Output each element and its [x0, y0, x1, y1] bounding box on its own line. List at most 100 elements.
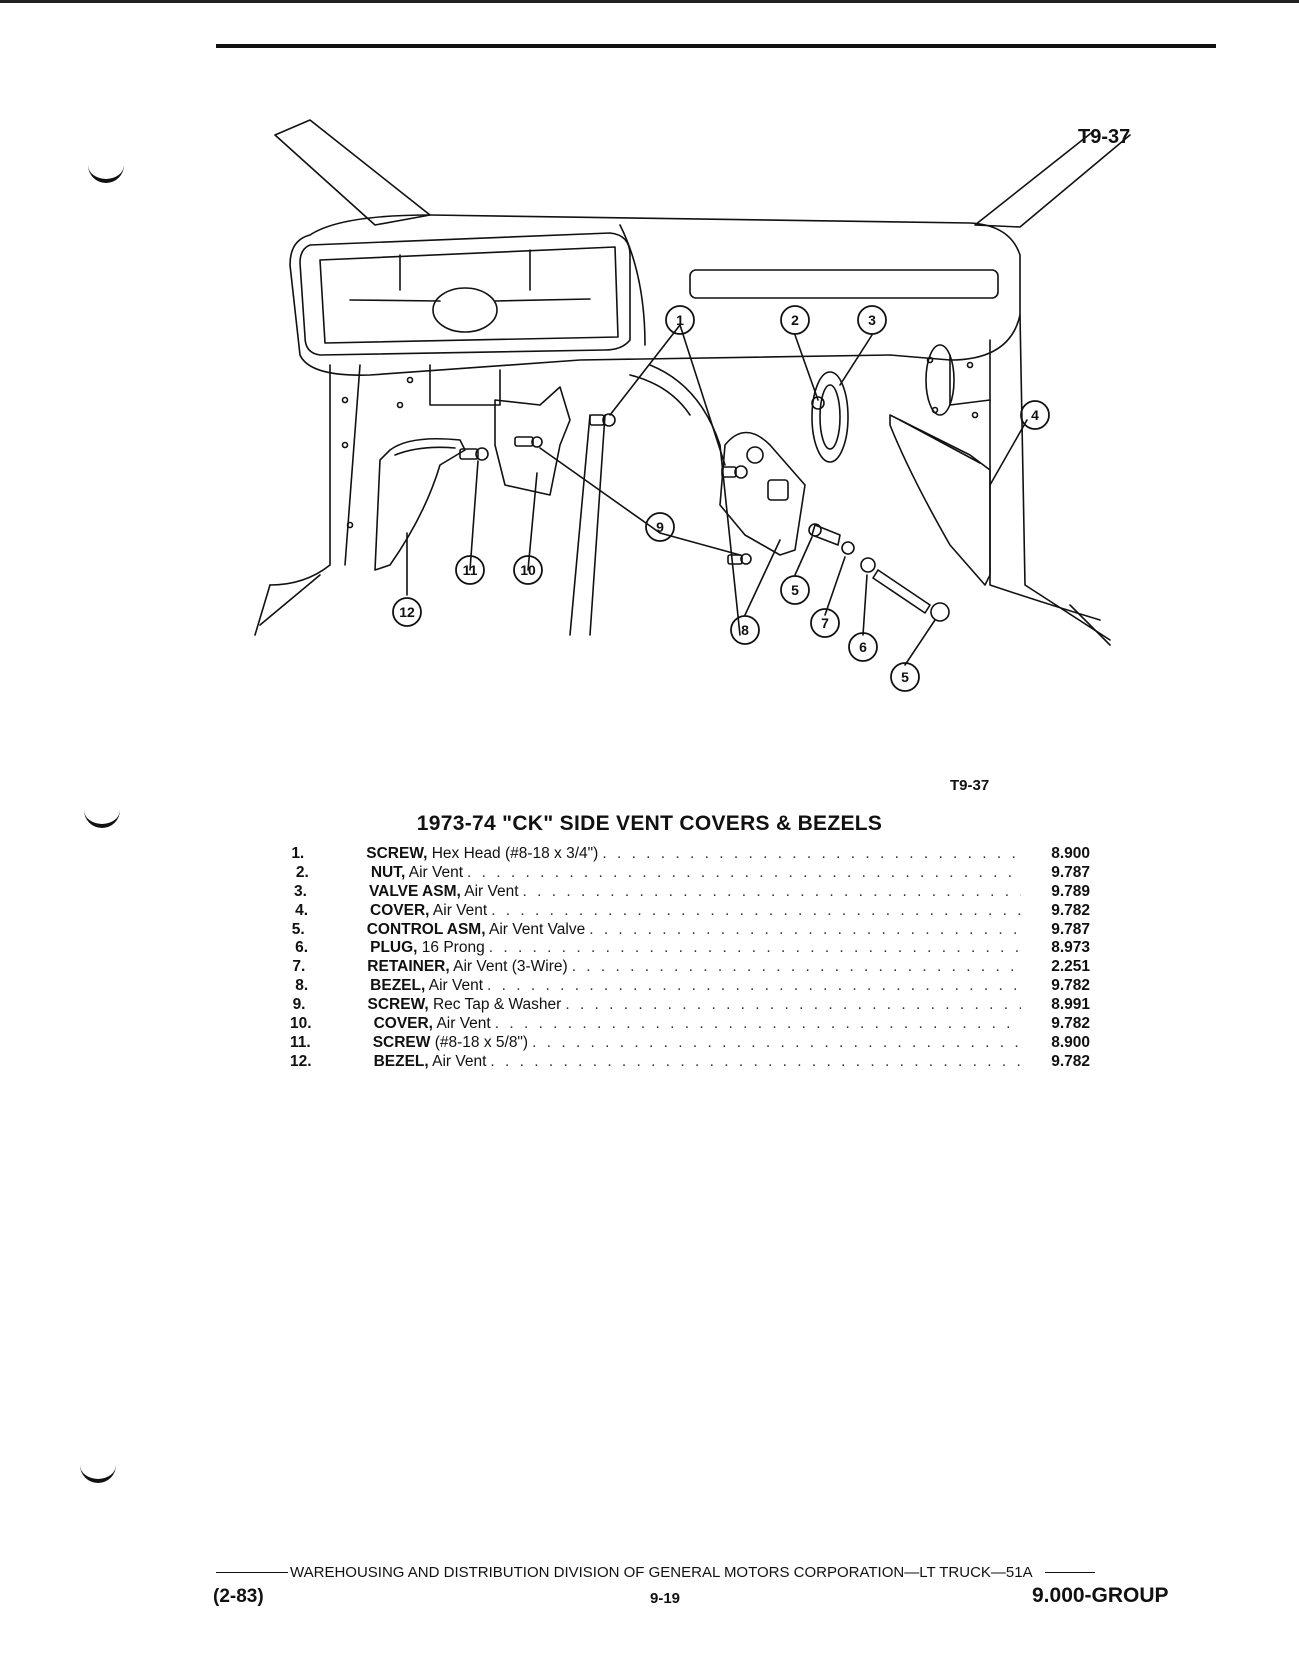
- dot-leader: [523, 883, 1022, 902]
- parts-row: 8. BEZEL, Air Vent 9.782: [290, 977, 1090, 996]
- callout-label: 4: [1031, 407, 1039, 423]
- part-name: VALVE ASM,: [368, 882, 461, 900]
- part-name: PLUG,: [370, 939, 418, 957]
- part-detail: 16 Prong: [421, 939, 485, 957]
- part-description: RETAINER, Air Vent (3-Wire): [367, 958, 567, 977]
- footer-division-line: WAREHOUSING AND DISTRIBUTION DIVISION OF…: [216, 1564, 1184, 1581]
- header-rule: [216, 44, 1216, 48]
- part-name: NUT,: [370, 863, 406, 881]
- binder-hole-mark: [80, 1465, 116, 1483]
- figure-label-top: T9-37: [1078, 126, 1131, 148]
- binder-hole-mark: [88, 165, 124, 183]
- group-code: 9.782: [1051, 1052, 1090, 1070]
- screw-1b: [721, 465, 748, 479]
- group-code: 9.789: [1051, 882, 1090, 900]
- dot-leader: [602, 845, 1021, 864]
- right-pillar: [974, 129, 1131, 228]
- parts-row: 7. RETAINER, Air Vent (3-Wire) 2.251: [290, 958, 1090, 977]
- dot-leader: [491, 902, 1021, 921]
- page-number: 9-19: [650, 1590, 681, 1607]
- figure-label-bottom: T9-37: [950, 777, 990, 794]
- callout-label: 1: [676, 312, 684, 328]
- part-number: 5.: [291, 920, 305, 938]
- instrument-cluster: [299, 232, 631, 356]
- retainer-7: [841, 541, 855, 555]
- part-description: VALVE ASM, Air Vent: [369, 883, 519, 902]
- part-description: COVER, Air Vent: [370, 902, 487, 921]
- part-detail: Air Vent: [432, 901, 488, 919]
- dot-leader: [572, 958, 1022, 977]
- part-number: 1.: [291, 845, 305, 862]
- part-number: 8.: [295, 977, 309, 995]
- part-description: SCREW, Hex Head (#8-18 x 3/4"): [366, 845, 598, 864]
- cover-4: [889, 414, 991, 586]
- part-name: BEZEL,: [370, 977, 426, 995]
- group-code: 9.787: [1051, 863, 1090, 881]
- parts-row: 3. VALVE ASM, Air Vent 9.789: [290, 883, 1090, 902]
- dot-leader: [487, 977, 1021, 996]
- part-number: 7.: [292, 958, 306, 976]
- part-description: CONTROL ASM, Air Vent Valve: [367, 921, 586, 940]
- callout-label: 8: [741, 622, 749, 638]
- part-detail: Air Vent: [464, 882, 519, 900]
- callout-label: 7: [821, 615, 829, 631]
- part-number: 11.: [290, 1033, 311, 1051]
- group-code: 9.787: [1051, 920, 1090, 938]
- callout-label: 5: [791, 582, 799, 598]
- footer-date: (2-83): [213, 1586, 264, 1607]
- parts-row: 5. CONTROL ASM, Air Vent Valve 9.787: [290, 921, 1090, 940]
- part-name: BEZEL,: [373, 1052, 429, 1070]
- part-name: CONTROL ASM,: [366, 920, 486, 938]
- part-number: 4.: [295, 901, 309, 919]
- part-number: 2.: [295, 863, 309, 881]
- part-detail: Air Vent: [432, 1052, 487, 1070]
- valve-3: [811, 371, 849, 463]
- callout-circles: [392, 305, 1050, 692]
- part-detail: (#8-18 x 5/8"): [434, 1033, 529, 1051]
- part-detail: Air Vent: [428, 977, 484, 995]
- left-pillar: [274, 119, 431, 226]
- group-code: 8.900: [1051, 845, 1090, 862]
- dash-slot: [689, 269, 999, 299]
- control-asm-5b: [872, 569, 950, 622]
- part-name: COVER,: [373, 1015, 433, 1033]
- callout-label: 10: [520, 562, 536, 578]
- part-number: 12.: [290, 1052, 312, 1070]
- dot-leader: [495, 1015, 1021, 1034]
- cover-10: [494, 386, 571, 496]
- parts-row: 1. SCREW, Hex Head (#8-18 x 3/4") 8.900: [290, 845, 1090, 864]
- part-description: PLUG, 16 Prong: [370, 939, 485, 958]
- footer-division-text: WAREHOUSING AND DISTRIBUTION DIVISION OF…: [290, 1564, 1033, 1581]
- exploded-parts-diagram: 1 2 3 4 5 7 6 5 8 9 10 11 12: [254, 119, 1131, 692]
- top-edge-rule: [0, 0, 1299, 3]
- group-code: 8.900: [1051, 1033, 1090, 1051]
- dash-top: [289, 214, 1021, 376]
- bezel-12: [374, 437, 466, 571]
- part-number: 9.: [292, 996, 306, 1014]
- part-name: SCREW: [372, 1033, 431, 1051]
- part-detail: Air Vent Valve: [488, 920, 586, 938]
- part-detail: Hex Head (#8-18 x 3/4"): [431, 845, 599, 862]
- dot-leader: [490, 1053, 1021, 1072]
- screw-9b: [727, 553, 752, 565]
- parts-row: 6.PLUG, 16 Prong8.973: [290, 939, 1090, 958]
- parts-row: 10.COVER, Air Vent9.782: [290, 1015, 1090, 1034]
- bezel-8: [719, 431, 806, 556]
- part-name: SCREW,: [367, 996, 429, 1014]
- callout-label: 2: [791, 312, 799, 328]
- group-code: 9.782: [1051, 977, 1090, 995]
- parts-row: 11. SCREW (#8-18 x 5/8") 8.900: [290, 1034, 1090, 1053]
- screw-1a: [589, 413, 616, 427]
- callout-label: 6: [859, 639, 867, 655]
- group-code: 2.251: [1051, 958, 1090, 976]
- parts-row: 9.SCREW, Rec Tap & Washer8.991: [290, 996, 1090, 1015]
- part-number: 3.: [294, 882, 307, 900]
- callout-label: 3: [868, 312, 876, 328]
- part-description: SCREW, Rec Tap & Washer: [368, 996, 562, 1015]
- part-detail: Air Vent: [408, 863, 464, 881]
- control-asm-5: [808, 523, 841, 546]
- part-description: COVER, Air Vent: [374, 1015, 491, 1034]
- part-description: NUT, Air Vent: [371, 864, 463, 883]
- part-detail: Air Vent: [436, 1015, 491, 1033]
- part-detail: Rec Tap & Washer: [432, 996, 562, 1014]
